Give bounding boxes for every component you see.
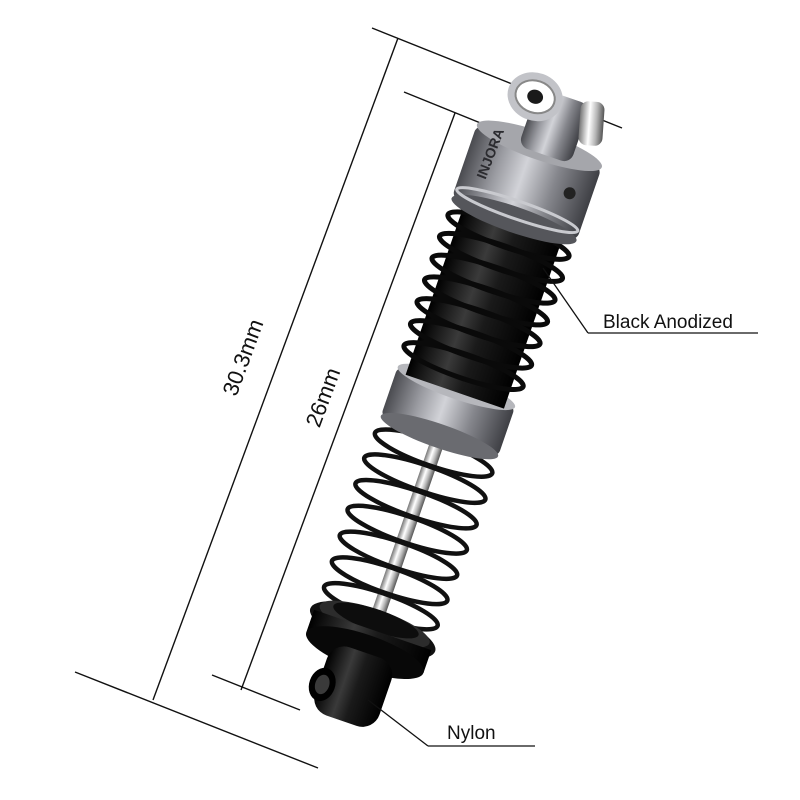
top-mount-eyelet bbox=[507, 72, 605, 162]
overall-extension-bottom bbox=[74, 671, 319, 769]
shock-absorber: INJORA bbox=[305, 72, 605, 727]
nylon-rod-end bbox=[308, 646, 393, 727]
callout-label-black-anodized: Black Anodized bbox=[603, 312, 733, 333]
overall-length-label: 30.3mm bbox=[217, 316, 268, 399]
callout-black-anodized bbox=[542, 267, 758, 334]
upper-spring bbox=[401, 209, 572, 393]
callout-nylon bbox=[367, 699, 535, 747]
spring-dimension-line bbox=[240, 112, 456, 691]
nylon-spring-cup bbox=[305, 600, 436, 680]
callout-label-nylon: Nylon bbox=[447, 723, 496, 744]
overall-dimension-line bbox=[152, 37, 399, 701]
spring-length-label: 26mm bbox=[301, 364, 346, 430]
lower-spring bbox=[321, 427, 495, 632]
spring-extension-bottom bbox=[211, 674, 301, 711]
bleed-screw-hole bbox=[563, 187, 576, 200]
